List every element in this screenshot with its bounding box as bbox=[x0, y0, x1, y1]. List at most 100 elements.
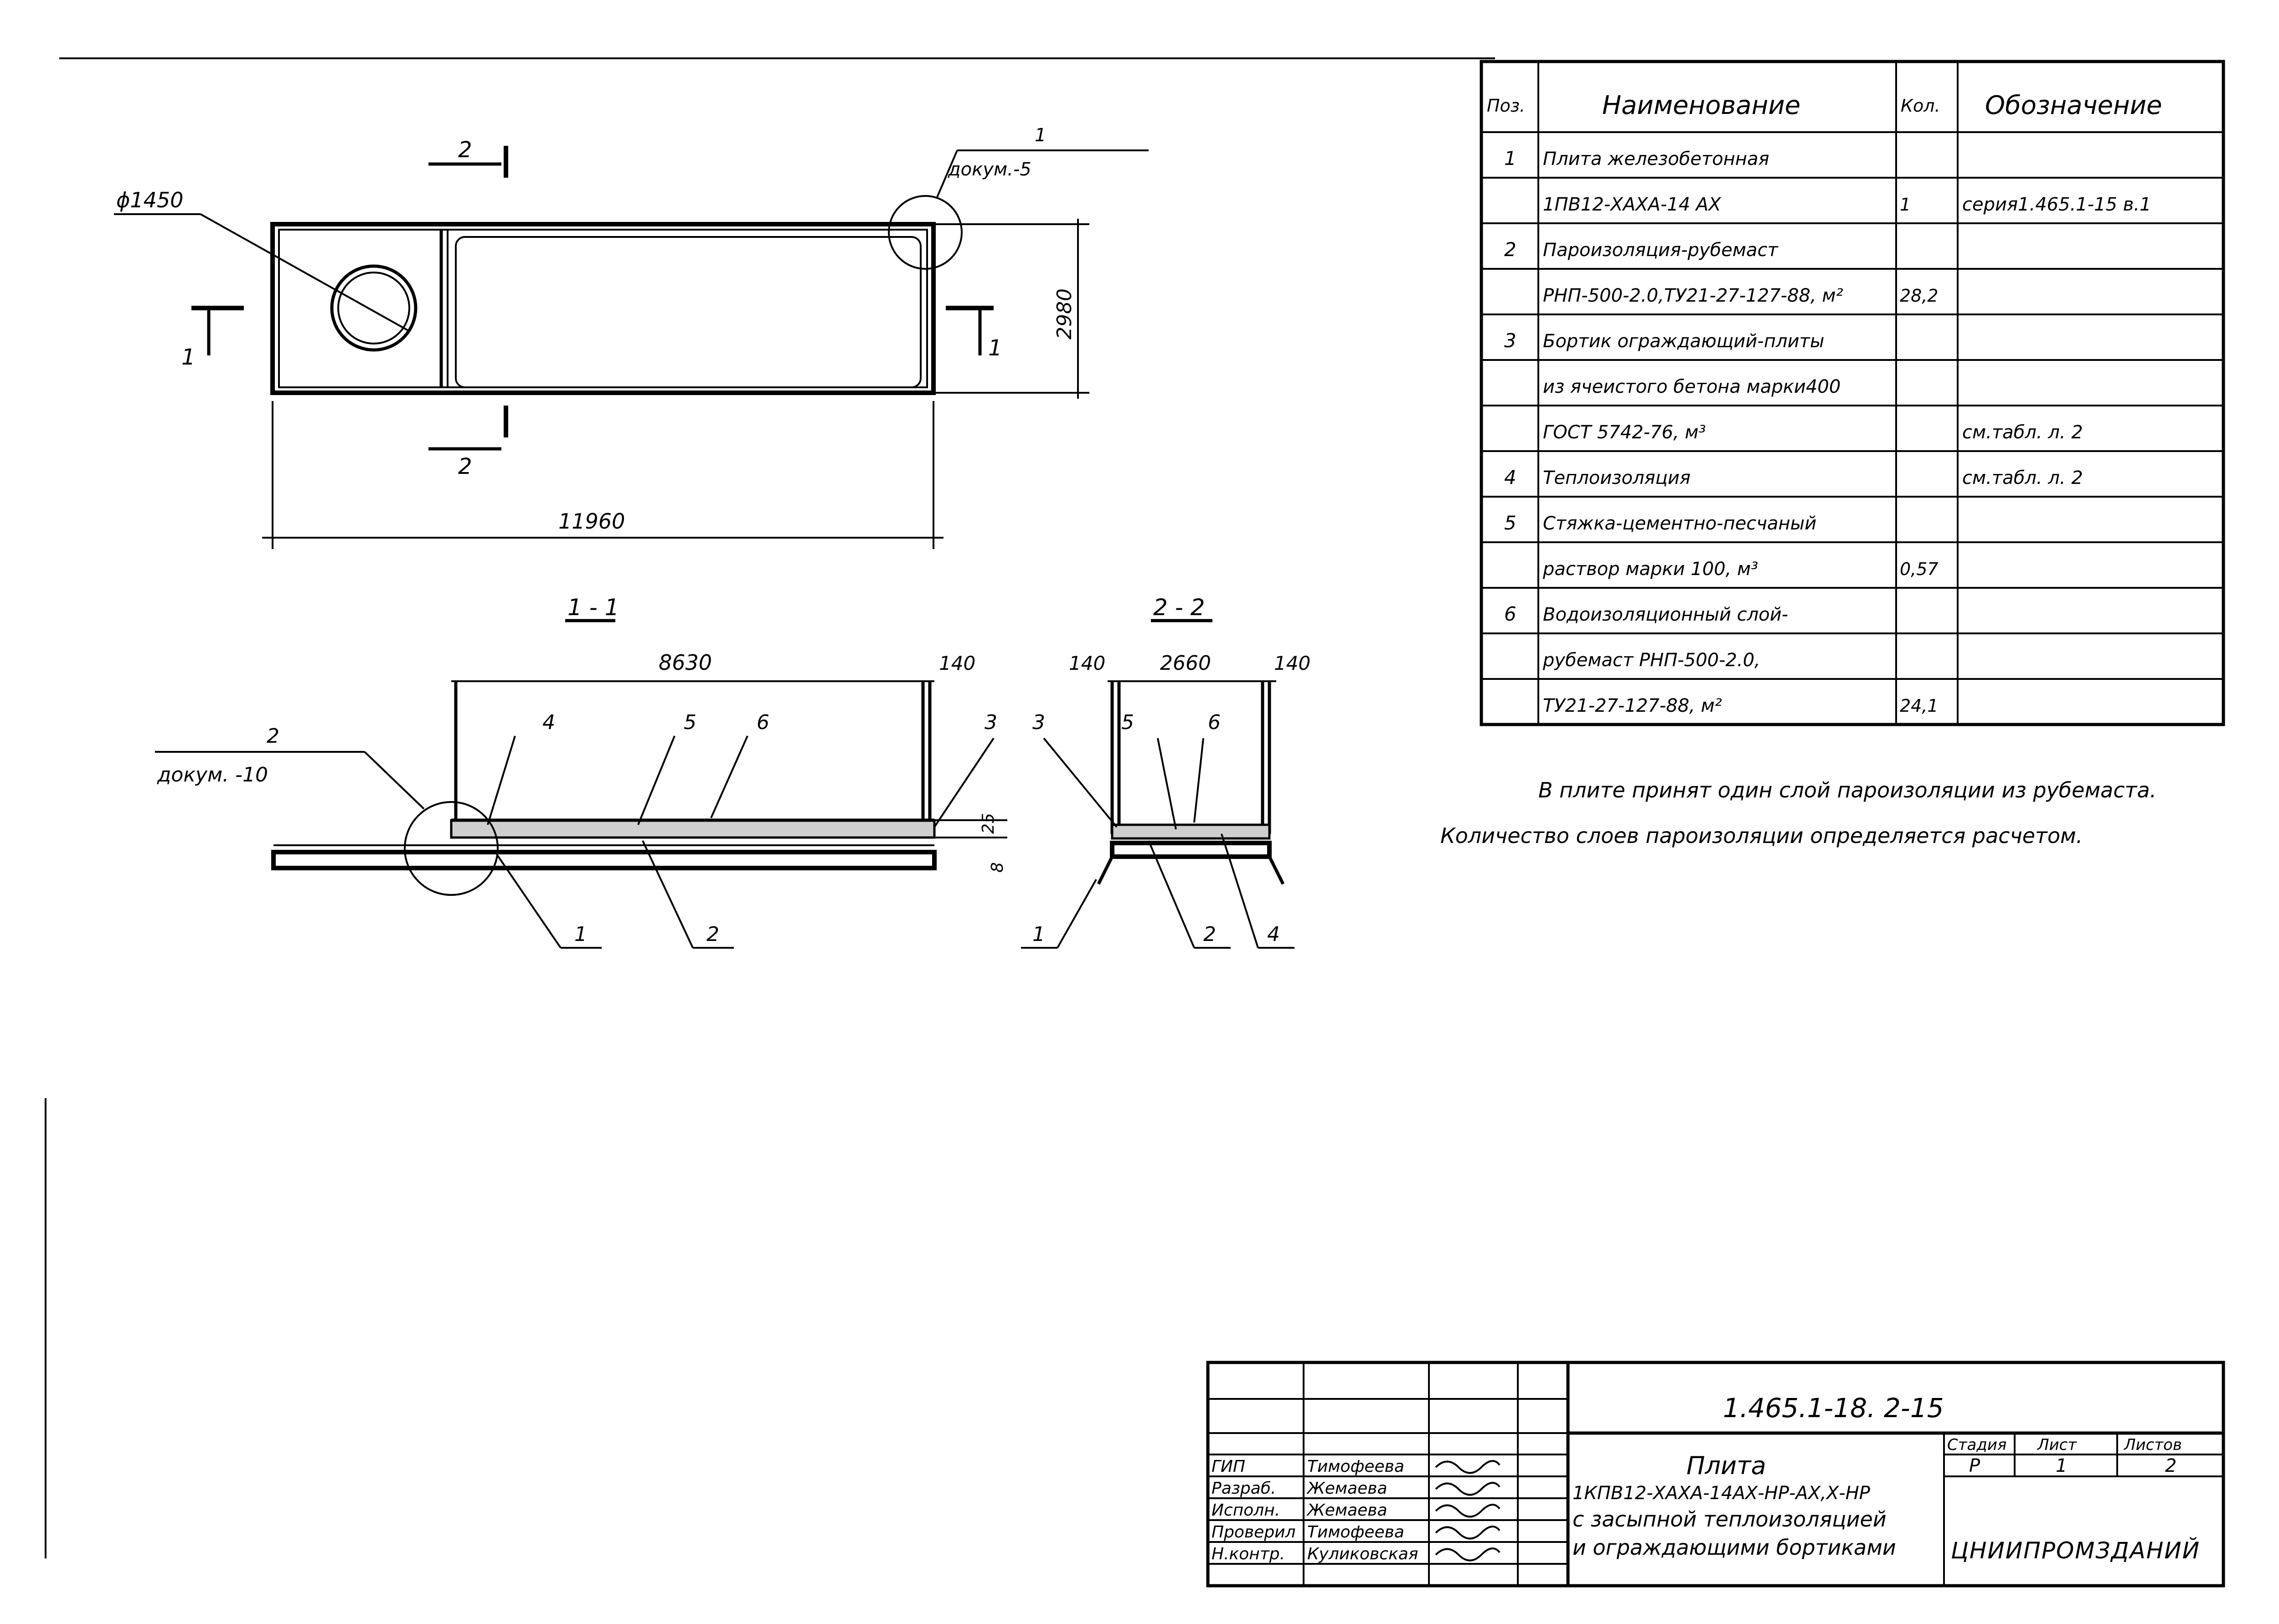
pos-5-label: 5 bbox=[684, 711, 696, 734]
tb-signature-mark bbox=[1435, 1547, 1500, 1562]
tb-sign-role: Н.контр. bbox=[1212, 1545, 1285, 1563]
tb-sign-role: Разраб. bbox=[1212, 1479, 1276, 1498]
detail-callout-circle bbox=[888, 195, 963, 270]
tb-sign-name: Куликовская bbox=[1307, 1545, 1418, 1563]
pos-3-leader bbox=[933, 737, 995, 828]
tb-signature-mark bbox=[1435, 1482, 1500, 1496]
pos-6-leader bbox=[710, 735, 748, 818]
pos-4-label: 4 bbox=[542, 711, 555, 734]
hole-circle-inner bbox=[337, 272, 410, 344]
section-2-dim-span: 2660 bbox=[1160, 652, 1211, 675]
s2-pos-3-leader bbox=[1043, 737, 1118, 828]
section-1-view: 1 - 1 8630 140 2 докум. -10 4 5 6 3 25 8 bbox=[155, 594, 1007, 949]
spec-cell-qty: 1 bbox=[1900, 195, 1911, 215]
s2-pos-6-leader bbox=[1193, 738, 1204, 823]
s2-pos-1-label: 1 bbox=[1032, 923, 1045, 946]
s2-pos-6-label: 6 bbox=[1208, 711, 1221, 734]
spec-cell-name: Водоизоляционный слой- bbox=[1543, 604, 1788, 625]
tb-signature-mark bbox=[1435, 1460, 1500, 1474]
spec-cell-qty: 28,2 bbox=[1900, 286, 1939, 306]
tb-doc-code: 1.465.1-18. 2-15 bbox=[1723, 1393, 1944, 1424]
detail-callout-ref: докум.-5 bbox=[948, 159, 1031, 180]
pos-2-label: 2 bbox=[706, 923, 719, 946]
detail-callout-number: 1 bbox=[1035, 125, 1046, 146]
section-2-fill-layer bbox=[1111, 823, 1271, 840]
section-2-title: 2 - 2 bbox=[1153, 594, 1205, 621]
tb-organization: ЦНИИПРОМЗДАНИЙ bbox=[1951, 1537, 2200, 1564]
section-2-dim-right: 140 bbox=[1274, 652, 1310, 674]
spec-cell-qty: 0,57 bbox=[1900, 559, 1939, 579]
spec-cell-pos: 6 bbox=[1504, 603, 1516, 625]
pos-2-leader bbox=[642, 840, 694, 948]
spec-cell-pos: 5 bbox=[1504, 512, 1516, 534]
section-1-dim-span: 8630 bbox=[659, 650, 712, 675]
note-line-2: Количество слоев пароизоляции определяет… bbox=[1440, 823, 2083, 848]
title-block: 1.465.1-18. 2-15 Плита 1КПВ12-ХАХА-14АХ-… bbox=[1206, 1361, 2225, 1588]
spec-cell-pos: 3 bbox=[1504, 329, 1516, 352]
s2-pos-5-leader bbox=[1157, 738, 1177, 830]
title-block-frame bbox=[1206, 1361, 2225, 1588]
plate-inner-panel bbox=[455, 236, 922, 388]
spec-cell-qty: 24,1 bbox=[1900, 696, 1939, 716]
tb-sign-role: Исполн. bbox=[1212, 1501, 1280, 1520]
note-line-1: В плите принят один слой пароизоляции из… bbox=[1538, 778, 2156, 802]
spec-cell-name: 1ПВ12-ХАХА-14 АХ bbox=[1543, 194, 1722, 215]
length-dim-label: 11960 bbox=[558, 509, 625, 534]
spec-cell-name: ТУ21-27-127-88, м² bbox=[1543, 695, 1722, 716]
section-2-label-bottom: 2 bbox=[458, 454, 472, 479]
slab-outline bbox=[270, 222, 936, 395]
width-dim-label: 2980 bbox=[1053, 288, 1076, 339]
spec-cell-name: Пароизоляция-рубемаст bbox=[1543, 240, 1779, 261]
tb-title-line2: 1КПВ12-ХАХА-14АХ-НР-АХ,Х-НР bbox=[1573, 1483, 1871, 1504]
tb-sign-name: Тимофеева bbox=[1307, 1457, 1404, 1476]
s2-pos-2-label: 2 bbox=[1203, 923, 1216, 946]
s2-pos-2-leader bbox=[1148, 840, 1195, 948]
spec-cell-name: рубемаст РНП-500-2.0, bbox=[1542, 650, 1760, 671]
section-1-callout-ref: докум. -10 bbox=[157, 763, 268, 786]
tb-sheets-label: Листов bbox=[2123, 1436, 2182, 1454]
spec-cell-pos: 2 bbox=[1504, 238, 1516, 261]
section-1-label-left: 1 bbox=[181, 344, 196, 370]
tb-sign-role: ГИП bbox=[1212, 1457, 1245, 1476]
tb-sign-name: Жемаева bbox=[1306, 1479, 1387, 1498]
spec-cell-ref: см.табл. л. 2 bbox=[1962, 468, 2083, 488]
pos-5-leader bbox=[637, 735, 675, 825]
spec-cell-name: РНП-500-2.0,ТУ21-27-127-88, м² bbox=[1543, 285, 1843, 306]
spec-header-qty: Кол. bbox=[1901, 96, 1940, 116]
spec-cell-name: раствор марки 100, м³ bbox=[1542, 559, 1758, 580]
section-1-callout-leader bbox=[364, 751, 425, 810]
spec-cell-name: ГОСТ 5742-76, м³ bbox=[1543, 422, 1706, 443]
s2-pos-3-label: 3 bbox=[1032, 711, 1045, 734]
tb-stage-label: Стадия bbox=[1947, 1436, 2006, 1454]
slab-inner-outline bbox=[278, 229, 928, 388]
section-1-title: 1 - 1 bbox=[567, 594, 619, 621]
spec-header-name: Наименование bbox=[1602, 91, 1800, 120]
tb-stage-value: Р bbox=[1969, 1455, 1980, 1476]
pos-6-label: 6 bbox=[757, 711, 769, 734]
tb-signature-mark bbox=[1435, 1504, 1500, 1518]
section-2-rib-right bbox=[1268, 856, 1285, 885]
hole-circle bbox=[330, 264, 418, 352]
section-2-rib-left bbox=[1097, 856, 1114, 885]
pos-3-label: 3 bbox=[985, 711, 997, 734]
tb-title-line4: и ограждающими бортиками bbox=[1573, 1535, 1896, 1560]
tb-title-line3: с засыпной теплоизоляцией bbox=[1573, 1507, 1887, 1531]
spec-row-lines bbox=[1481, 177, 2223, 680]
spec-header-ref: Обозначение bbox=[1985, 91, 2162, 120]
tb-title-line1: Плита bbox=[1686, 1451, 1766, 1480]
section-1-fill-layer bbox=[450, 819, 936, 839]
spec-cell-name: Стяжка-цементно-песчаный bbox=[1543, 513, 1816, 534]
section-1-callout-circle bbox=[404, 801, 499, 896]
tb-sign-role: Проверил bbox=[1212, 1523, 1296, 1542]
pos-4-leader bbox=[487, 735, 516, 825]
hole-dim-label: ϕ1450 bbox=[116, 188, 183, 212]
tb-signature-mark bbox=[1435, 1526, 1500, 1540]
spec-cell-ref: см.табл. л. 2 bbox=[1962, 422, 2083, 443]
tb-sheet-value: 1 bbox=[2056, 1455, 2067, 1476]
spec-cell-name: Плита железобетонная bbox=[1543, 149, 1769, 170]
tb-sign-name: Жемаева bbox=[1306, 1501, 1387, 1520]
